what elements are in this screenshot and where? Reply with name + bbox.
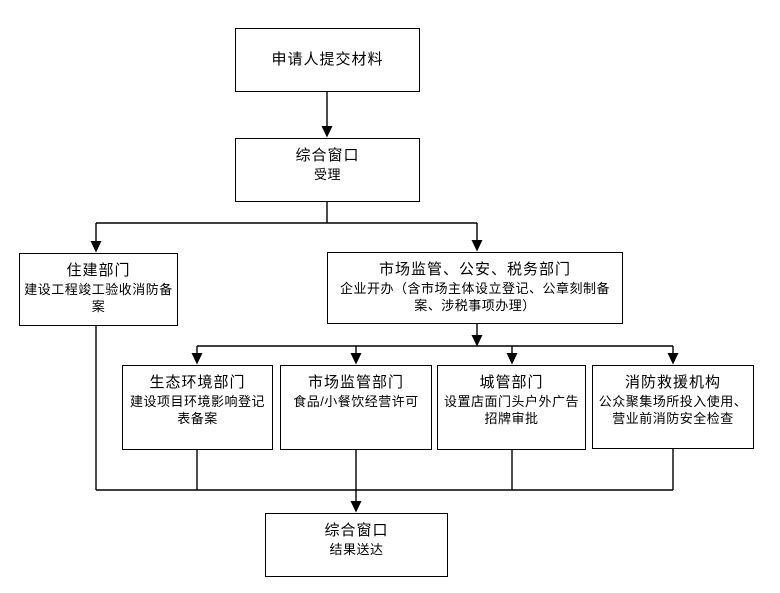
node-market-subtitle: 食品/小餐饮经营许可 — [293, 393, 419, 409]
node-housing-subtitle: 建设工程竣工验收消防备案 — [24, 281, 173, 315]
node-window-accept-subtitle: 受理 — [313, 166, 341, 182]
node-market-title: 市场监管部门 — [307, 374, 404, 391]
node-market-tax-subtitle: 企业开办（含市场主体设立登记、公章刻制备案、涉税事项办理） — [339, 280, 610, 314]
node-applicant-title: 申请人提交材料 — [271, 51, 384, 69]
node-applicant-submit: 申请人提交材料 — [235, 28, 420, 92]
node-ecology-department: 生态环境部门 建设项目环境影响登记表备案 — [122, 365, 273, 450]
node-ecology-title: 生态环境部门 — [149, 374, 246, 391]
node-comprehensive-window-result: 综合窗口 结果送达 — [265, 513, 448, 577]
node-market-tax-title: 市场监管、公安、税务部门 — [378, 261, 571, 278]
node-fire-rescue-agency: 消防救援机构 公众聚集场所投入使用、营业前消防安全检查 — [592, 365, 754, 449]
node-fire-subtitle: 公众聚集场所投入使用、营业前消防安全检查 — [598, 393, 748, 427]
node-market-police-tax-departments: 市场监管、公安、税务部门 企业开办（含市场主体设立登记、公章刻制备案、涉税事项办… — [327, 252, 623, 324]
node-urban-title: 城管部门 — [479, 374, 544, 391]
node-urban-subtitle: 设置店面门头户外广告招牌审批 — [443, 393, 579, 427]
node-window-result-subtitle: 结果送达 — [329, 541, 384, 557]
node-urban-management-department: 城管部门 设置店面门头户外广告招牌审批 — [437, 365, 586, 450]
node-fire-title: 消防救援机构 — [624, 374, 721, 391]
node-market-supervision-department: 市场监管部门 食品/小餐饮经营许可 — [280, 365, 432, 450]
node-comprehensive-window-accept: 综合窗口 受理 — [235, 138, 420, 202]
node-window-result-title: 综合窗口 — [324, 522, 389, 539]
node-window-accept-title: 综合窗口 — [295, 147, 360, 164]
node-ecology-subtitle: 建设项目环境影响登记表备案 — [129, 393, 265, 427]
node-housing-department: 住建部门 建设工程竣工验收消防备案 — [19, 253, 178, 326]
node-housing-title: 住建部门 — [66, 262, 131, 279]
